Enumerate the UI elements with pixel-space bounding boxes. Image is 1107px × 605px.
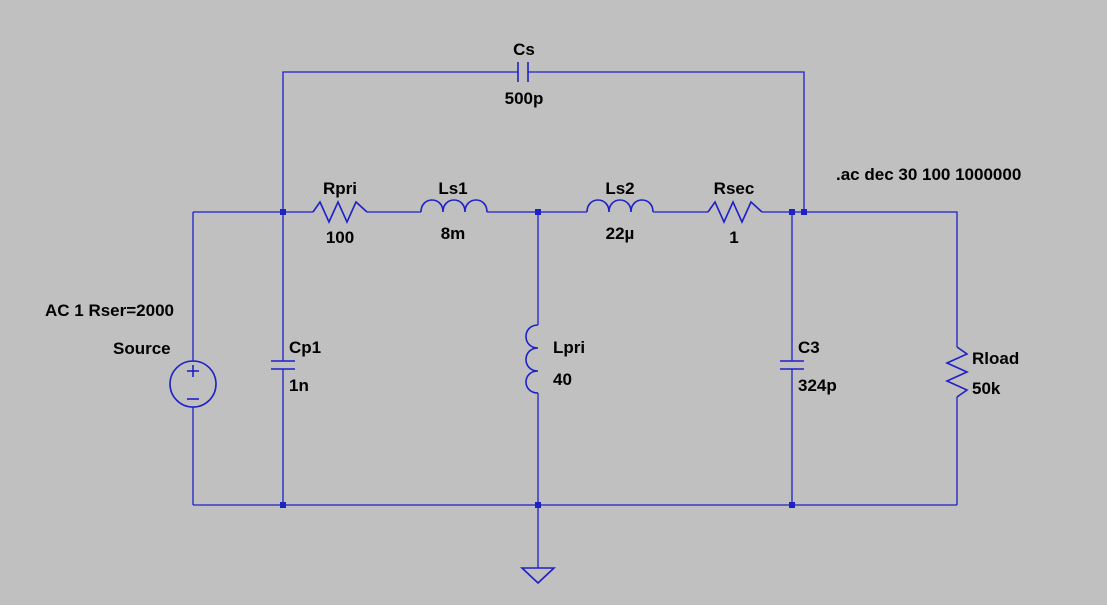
rload-value-label: 50k [972, 379, 1001, 398]
junction-dot [535, 502, 541, 508]
rpri-value-label: 100 [326, 228, 354, 247]
resistor-icon[interactable] [312, 200, 368, 224]
spice-directive[interactable]: .ac dec 30 100 1000000 [836, 165, 1021, 184]
lpri-name-label: Lpri [553, 338, 585, 357]
inductor-icon[interactable] [525, 324, 539, 394]
ls1-value-label: 8m [441, 224, 466, 243]
junction-dot [801, 209, 807, 215]
cs-value-label: 500p [505, 89, 544, 108]
wire-cs-loop[interactable] [282, 71, 805, 212]
junction-dot [535, 209, 541, 215]
junction-dot [280, 502, 286, 508]
rpri-name-label: Rpri [323, 179, 357, 198]
cp1-value-label: 1n [289, 376, 309, 395]
wires [192, 71, 958, 568]
junction-dot [789, 502, 795, 508]
labels: Cs 500p Rpri 100 Ls1 8m Ls2 22µ Rsec 1 C… [45, 40, 1021, 398]
rsec-name-label: Rsec [714, 179, 755, 198]
lpri-value-label: 40 [553, 370, 572, 389]
ls2-name-label: Ls2 [605, 179, 634, 198]
junctions [280, 209, 807, 508]
inductor-icon[interactable] [420, 199, 488, 213]
ls2-value-label: 22µ [606, 224, 635, 243]
cs-name-label: Cs [513, 40, 535, 59]
voltage-source-icon[interactable] [169, 360, 217, 408]
capacitor-icon[interactable] [780, 360, 804, 370]
ls1-name-label: Ls1 [438, 179, 467, 198]
wire-rsec-rload[interactable] [762, 211, 958, 347]
resistor-icon[interactable] [945, 346, 969, 398]
capacitor-icon[interactable] [271, 360, 295, 370]
c3-name-label: C3 [798, 338, 820, 357]
ground-icon[interactable] [519, 567, 557, 585]
junction-dot [280, 209, 286, 215]
source-value-label: AC 1 Rser=2000 [45, 301, 174, 320]
resistor-icon[interactable] [707, 200, 763, 224]
capacitor-icon[interactable] [517, 62, 529, 82]
cp1-name-label: Cp1 [289, 338, 321, 357]
rsec-value-label: 1 [729, 228, 738, 247]
rload-name-label: Rload [972, 349, 1019, 368]
c3-value-label: 324p [798, 376, 837, 395]
junction-dot [789, 209, 795, 215]
source-name-label: Source [113, 339, 171, 358]
inductor-icon[interactable] [586, 199, 654, 213]
